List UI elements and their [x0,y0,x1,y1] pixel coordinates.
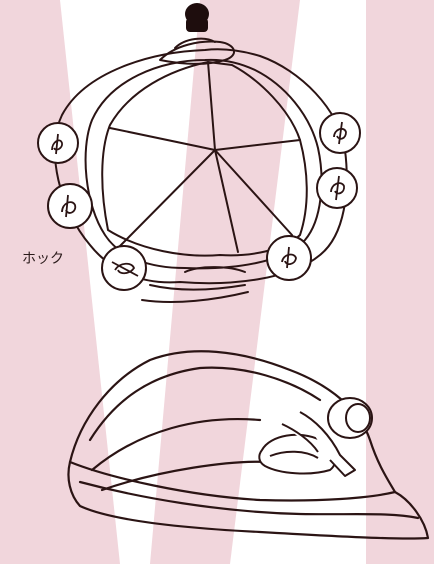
hook-label: ホック [22,248,64,268]
band-right [366,0,434,564]
ornament-icon [185,3,209,32]
hook-circle-4 [267,236,311,280]
hook-circle-2 [48,184,92,228]
